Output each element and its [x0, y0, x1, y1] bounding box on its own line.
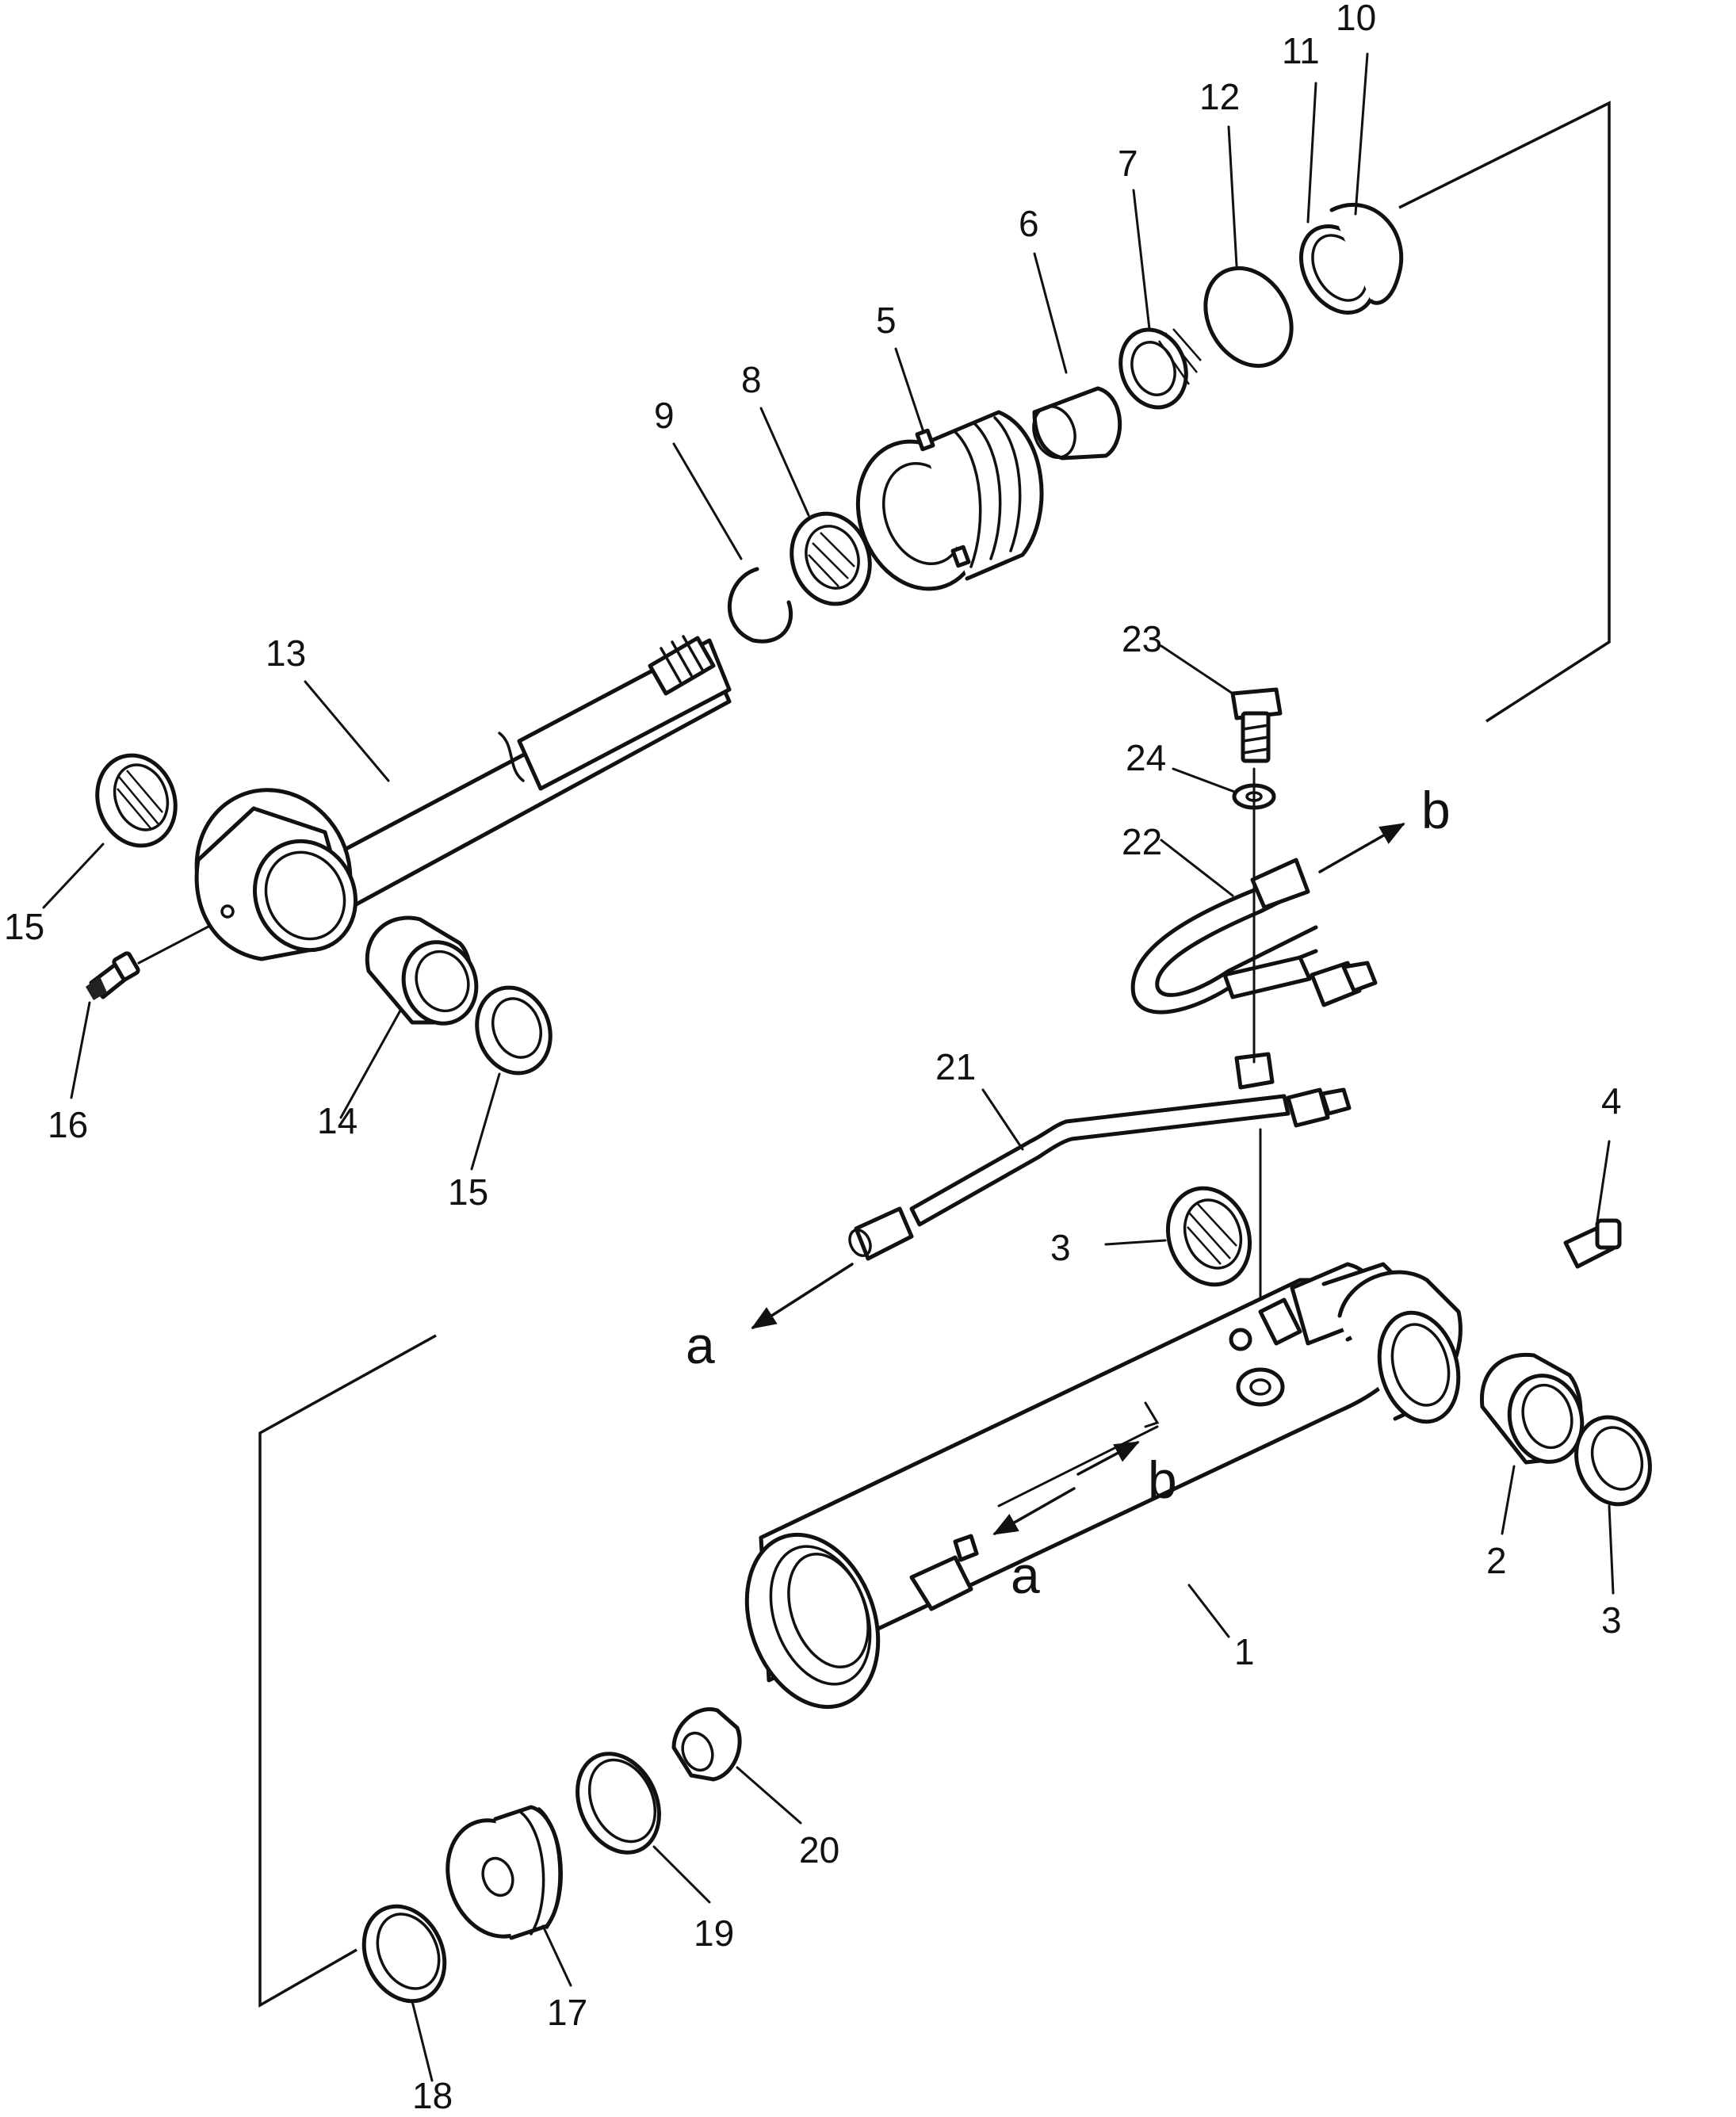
leader-16a: [70, 1001, 91, 1099]
leader-16b: [137, 924, 212, 965]
flow-label-b-pipe: b: [1421, 781, 1451, 839]
callout-7: 7: [1118, 143, 1138, 184]
piston-rod: [194, 635, 732, 961]
seal-ring-15-lower: [475, 985, 553, 1076]
arrow-a-cyl: [992, 1487, 1076, 1535]
callout-10: 10: [1336, 0, 1376, 38]
leader-15a: [42, 843, 105, 909]
ring-19: [575, 1752, 661, 1855]
callout-1: 1: [1234, 1631, 1255, 1672]
flow-port-labels: a b b a: [686, 781, 1451, 1604]
callout-17: 17: [547, 1992, 587, 2033]
callout-14: 14: [317, 1100, 358, 1141]
ring-10: [1329, 203, 1404, 305]
grease-fitting-16: [86, 951, 140, 1000]
callout-16: 16: [48, 1104, 88, 1145]
callout-9: 9: [654, 395, 675, 436]
leader-14: [339, 1009, 402, 1119]
callout-20: 20: [799, 1829, 839, 1871]
callout-13: 13: [266, 632, 306, 674]
callout-8: 8: [741, 359, 762, 400]
leader-1: [1187, 1584, 1230, 1638]
leader-3a: [1104, 1239, 1167, 1246]
callout-21: 21: [935, 1046, 976, 1087]
leader-20: [736, 1766, 802, 1825]
callout-labels: 1 2 3 3 4 5 6 7 8 9 10 11 12 13 14 15 15…: [4, 0, 1622, 2116]
leader-23: [1160, 644, 1234, 695]
leader-17: [541, 1924, 572, 1987]
arrow-a-pipe: [751, 1263, 854, 1329]
cylinder-tube-1: [744, 1262, 1463, 1710]
seal-18: [361, 1904, 447, 2004]
callout-15a: 15: [4, 906, 44, 947]
seal-ring-3-upper: [1165, 1186, 1252, 1287]
flow-label-a-cyl: a: [1011, 1546, 1040, 1604]
seal-ring-3-lower: [1574, 1415, 1652, 1507]
callout-15b: 15: [448, 1171, 488, 1213]
callout-2: 2: [1486, 1540, 1507, 1581]
cylinder-head-5: [855, 410, 1044, 591]
callout-24: 24: [1126, 737, 1166, 778]
flow-arrows: [751, 823, 1405, 1535]
callout-18: 18: [412, 2075, 453, 2116]
tube-22: [1130, 858, 1378, 1015]
bushing-14: [365, 915, 479, 1026]
leader-19: [652, 1845, 711, 1904]
leader-10: [1354, 52, 1369, 216]
flow-label-b-cyl: b: [1148, 1450, 1177, 1509]
leader-12: [1227, 125, 1238, 267]
leader-7: [1132, 189, 1151, 331]
callout-3b: 3: [1601, 1599, 1622, 1641]
assembly-bracket-lower: [258, 1334, 437, 2008]
leader-9: [672, 442, 743, 560]
callout-4: 4: [1601, 1080, 1622, 1122]
nut-20: [671, 1707, 742, 1782]
leader-lines: [42, 52, 1615, 2082]
o-ring-12: [1203, 266, 1294, 369]
callout-6: 6: [1019, 203, 1039, 244]
leader-24: [1172, 767, 1238, 794]
flow-label-a-pipe: a: [686, 1316, 715, 1374]
seal-ring-15-upper: [95, 753, 178, 848]
callout-12: 12: [1199, 76, 1240, 117]
bolt-23: [1230, 687, 1283, 763]
bearing-8: [790, 511, 872, 606]
grease-fitting-4: [1563, 1218, 1622, 1269]
leader-21: [981, 1088, 1024, 1151]
leader-15b: [470, 1072, 501, 1171]
bearing-7: [1118, 327, 1202, 410]
callout-19: 19: [694, 1913, 734, 1954]
callout-11: 11: [1282, 30, 1320, 71]
leader-5: [894, 347, 925, 434]
arrow-b-cyl: [1076, 1441, 1140, 1476]
leader-2: [1501, 1465, 1516, 1535]
leader-4: [1596, 1140, 1611, 1222]
leader-8: [759, 407, 810, 517]
leader-3b: [1608, 1504, 1615, 1595]
piston-17: [445, 1805, 563, 1940]
callout-23: 23: [1122, 618, 1162, 659]
leader-11: [1306, 82, 1317, 224]
callout-5: 5: [876, 300, 897, 341]
bushing-2: [1479, 1352, 1585, 1465]
assembly-bracket-upper: [1398, 101, 1611, 723]
callout-22: 22: [1122, 821, 1162, 862]
leader-18: [411, 2000, 434, 2082]
leader-22: [1160, 839, 1234, 897]
leader-13: [304, 680, 390, 782]
callout-3a: 3: [1050, 1227, 1071, 1268]
leader-6: [1033, 252, 1068, 374]
bushing-6: [1032, 386, 1122, 460]
snap-ring-9: [727, 567, 793, 644]
tube-21: [848, 1052, 1352, 1261]
arrow-b-pipe: [1318, 823, 1405, 873]
